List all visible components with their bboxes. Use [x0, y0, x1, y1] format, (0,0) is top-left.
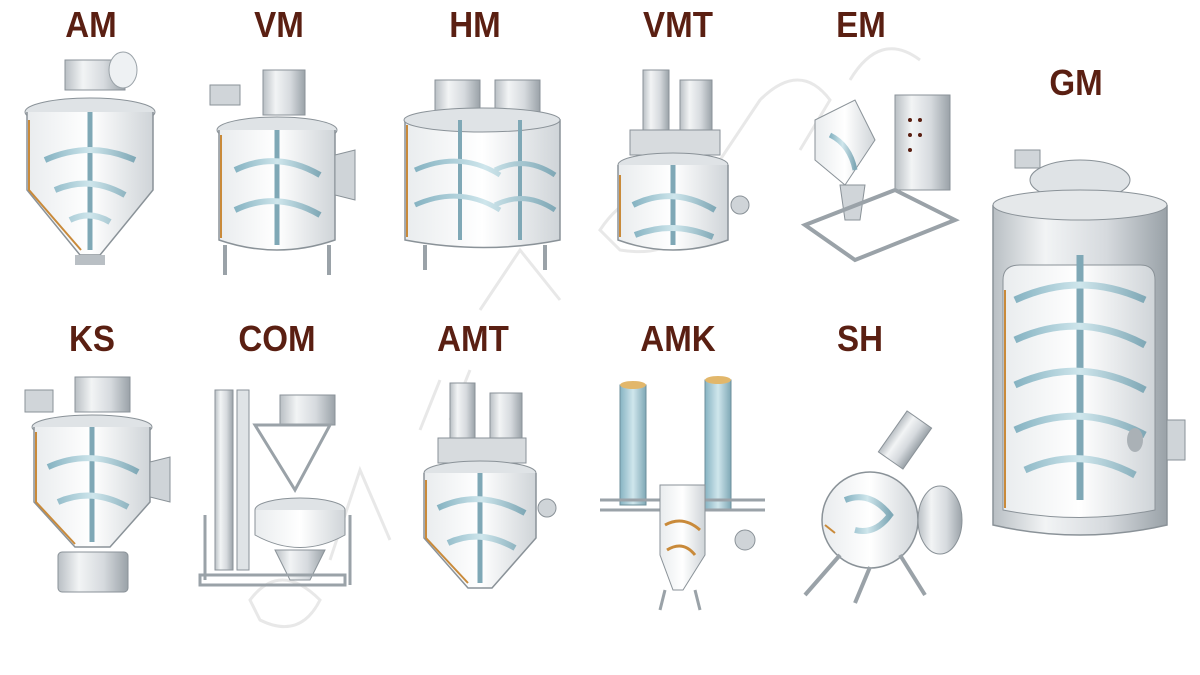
label-em: EM — [836, 4, 886, 45]
machine-sh — [795, 405, 970, 605]
machine-amk — [595, 375, 770, 615]
label-sh: SH — [836, 318, 883, 359]
label-gm: GM — [1049, 62, 1103, 103]
machine-vm — [205, 69, 356, 275]
machine-gm — [975, 140, 1186, 560]
label-ks: KS — [68, 318, 115, 359]
label-com: COM — [238, 318, 316, 359]
machine-amt — [410, 378, 560, 603]
label-am: AM — [65, 4, 117, 45]
machine-ks — [20, 372, 171, 597]
label-vm: VM — [254, 4, 304, 45]
machine-am — [15, 50, 165, 270]
label-amt: AMT — [437, 318, 509, 359]
label-amk: AMK — [640, 318, 716, 359]
label-hm: HM — [449, 4, 501, 45]
machine-hm — [385, 75, 575, 275]
machine-em — [795, 90, 960, 265]
label-vmt: VMT — [643, 4, 713, 45]
machine-com — [195, 385, 355, 600]
machine-vmt — [605, 65, 755, 275]
